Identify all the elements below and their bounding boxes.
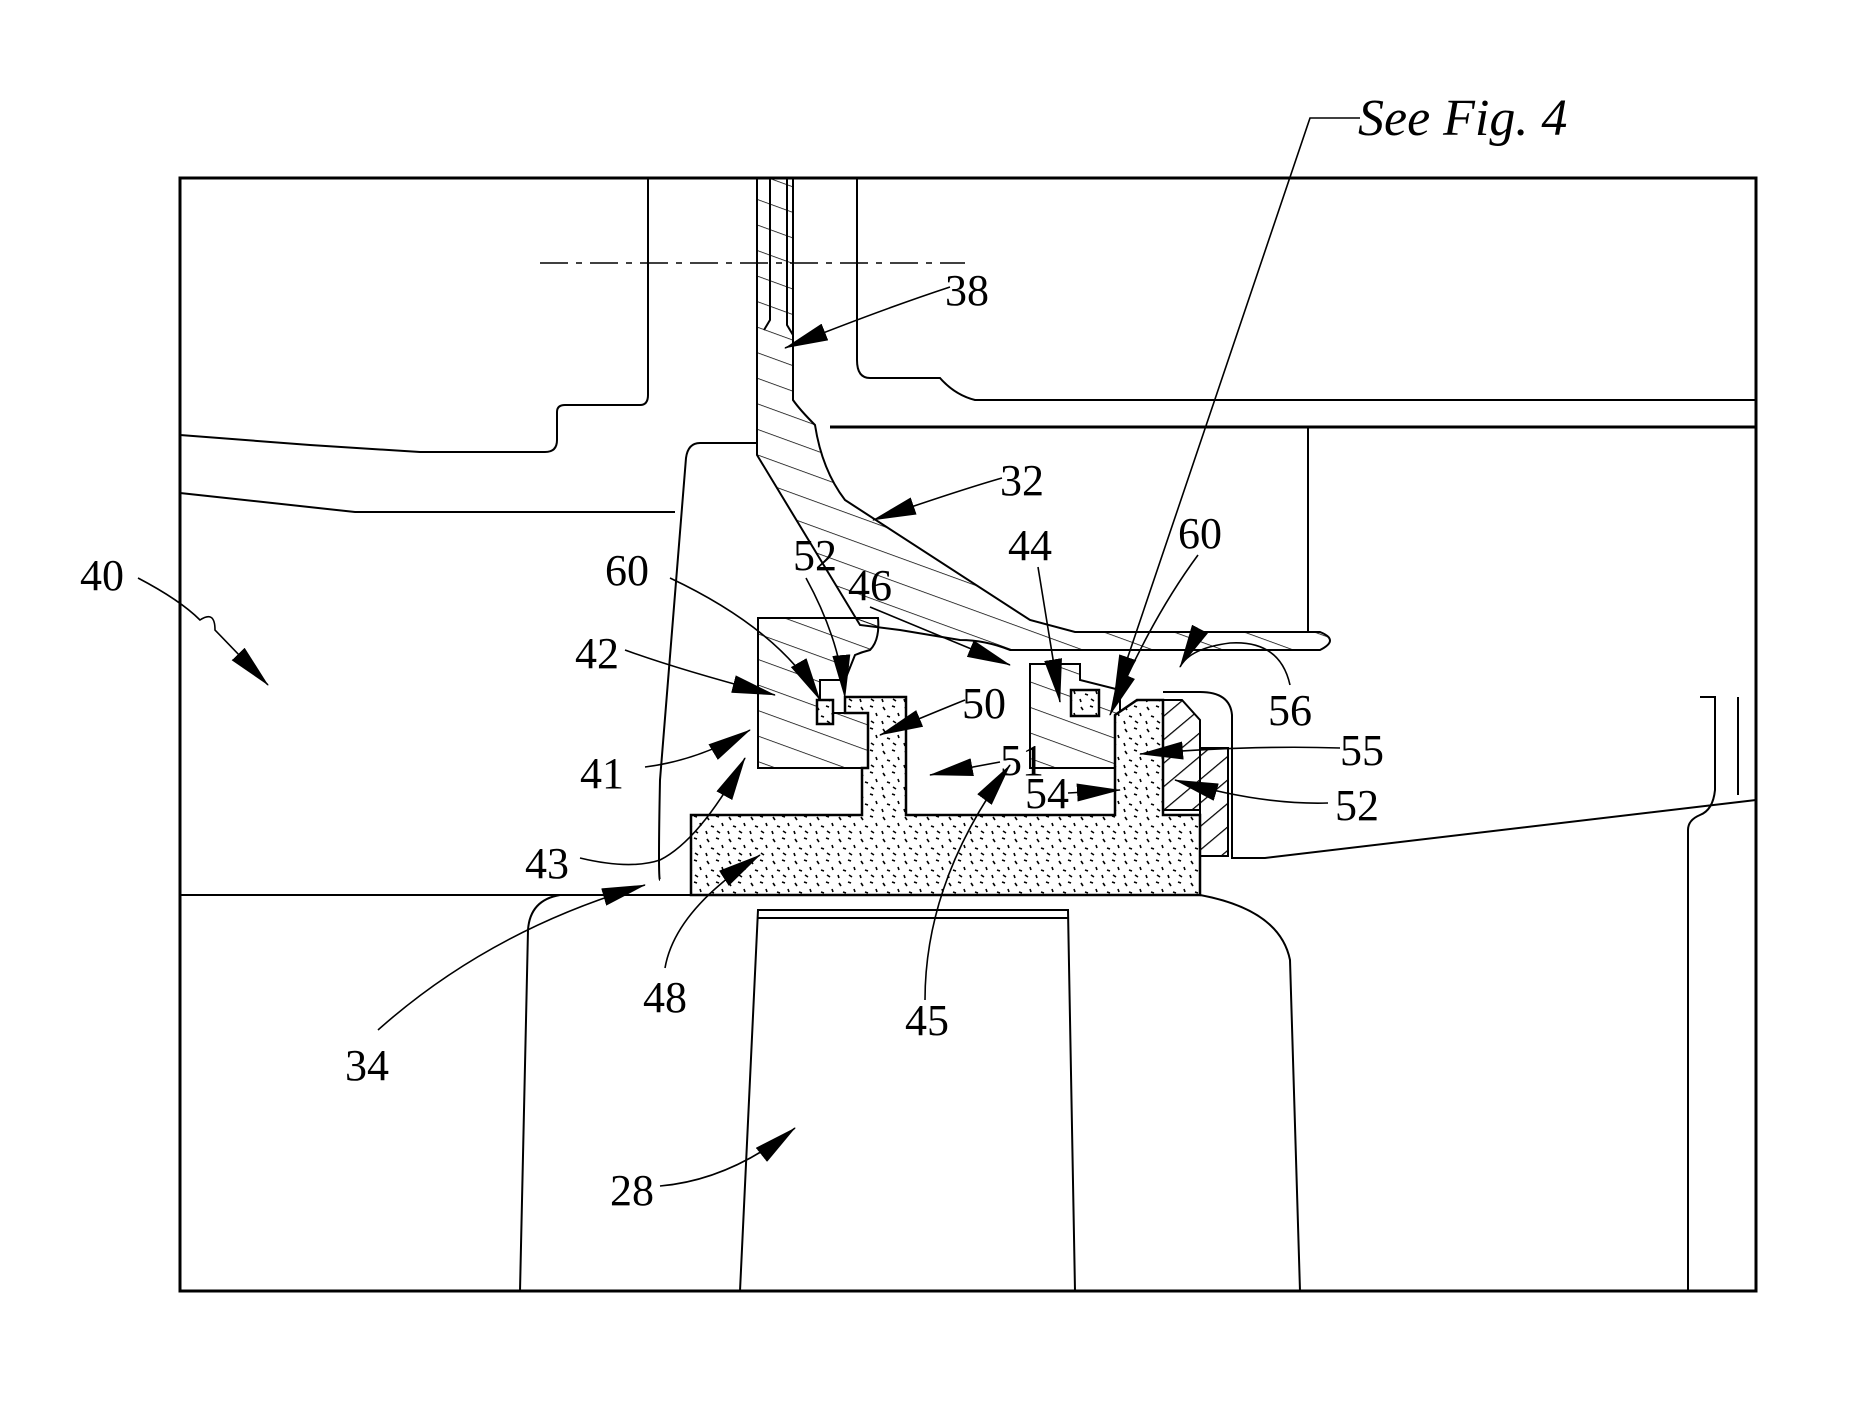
hatched-strip-52 [1163,700,1200,810]
blade-28 [740,910,1075,1291]
hatched-pad-52 [1200,748,1228,856]
label-42: 42 [575,629,619,678]
blade-arm-38-32 [757,178,1330,650]
see-fig-leader [1114,118,1360,698]
label-52a: 52 [793,531,837,580]
label-48: 48 [643,973,687,1022]
label-43: 43 [525,839,569,888]
leader-38 [785,287,950,348]
label-34: 34 [345,1041,389,1090]
label-45: 45 [905,996,949,1045]
leader-51 [930,762,1000,775]
label-52b: 52 [1335,781,1379,830]
label-54: 54 [1025,769,1069,818]
leader-28 [660,1128,795,1186]
leader-40 [138,578,268,685]
lower-right-blade-wall [1200,895,1300,1291]
leader-32 [873,478,1002,520]
label-38: 38 [945,266,989,315]
leader-42 [625,650,775,695]
figure-frame [180,178,1756,1291]
see-fig-callout: See Fig. 4 [1358,90,1567,147]
label-46: 46 [848,561,892,610]
label-44: 44 [1008,521,1052,570]
label-32: 32 [1000,456,1044,505]
hatched-block-41 [758,618,878,768]
label-50: 50 [962,679,1006,728]
right-shroud-outline [1163,692,1756,858]
upper-right-block [857,178,1756,400]
label-60a: 60 [605,546,649,595]
leader-54 [1068,790,1120,793]
pad-60-left [817,700,833,724]
label-55: 55 [1340,726,1384,775]
label-60b: 60 [1178,509,1222,558]
label-56: 56 [1268,686,1312,735]
label-28: 28 [610,1166,654,1215]
label-41: 41 [580,749,624,798]
label-40: 40 [80,551,124,600]
upper-left-vane-platform [180,178,648,452]
pad-60-right [1071,690,1099,716]
upper-left-lower-edge [180,493,675,512]
right-lower-wall [1688,697,1715,1291]
leader-34 [378,885,645,1030]
lower-left-blade-wall [520,895,560,1291]
